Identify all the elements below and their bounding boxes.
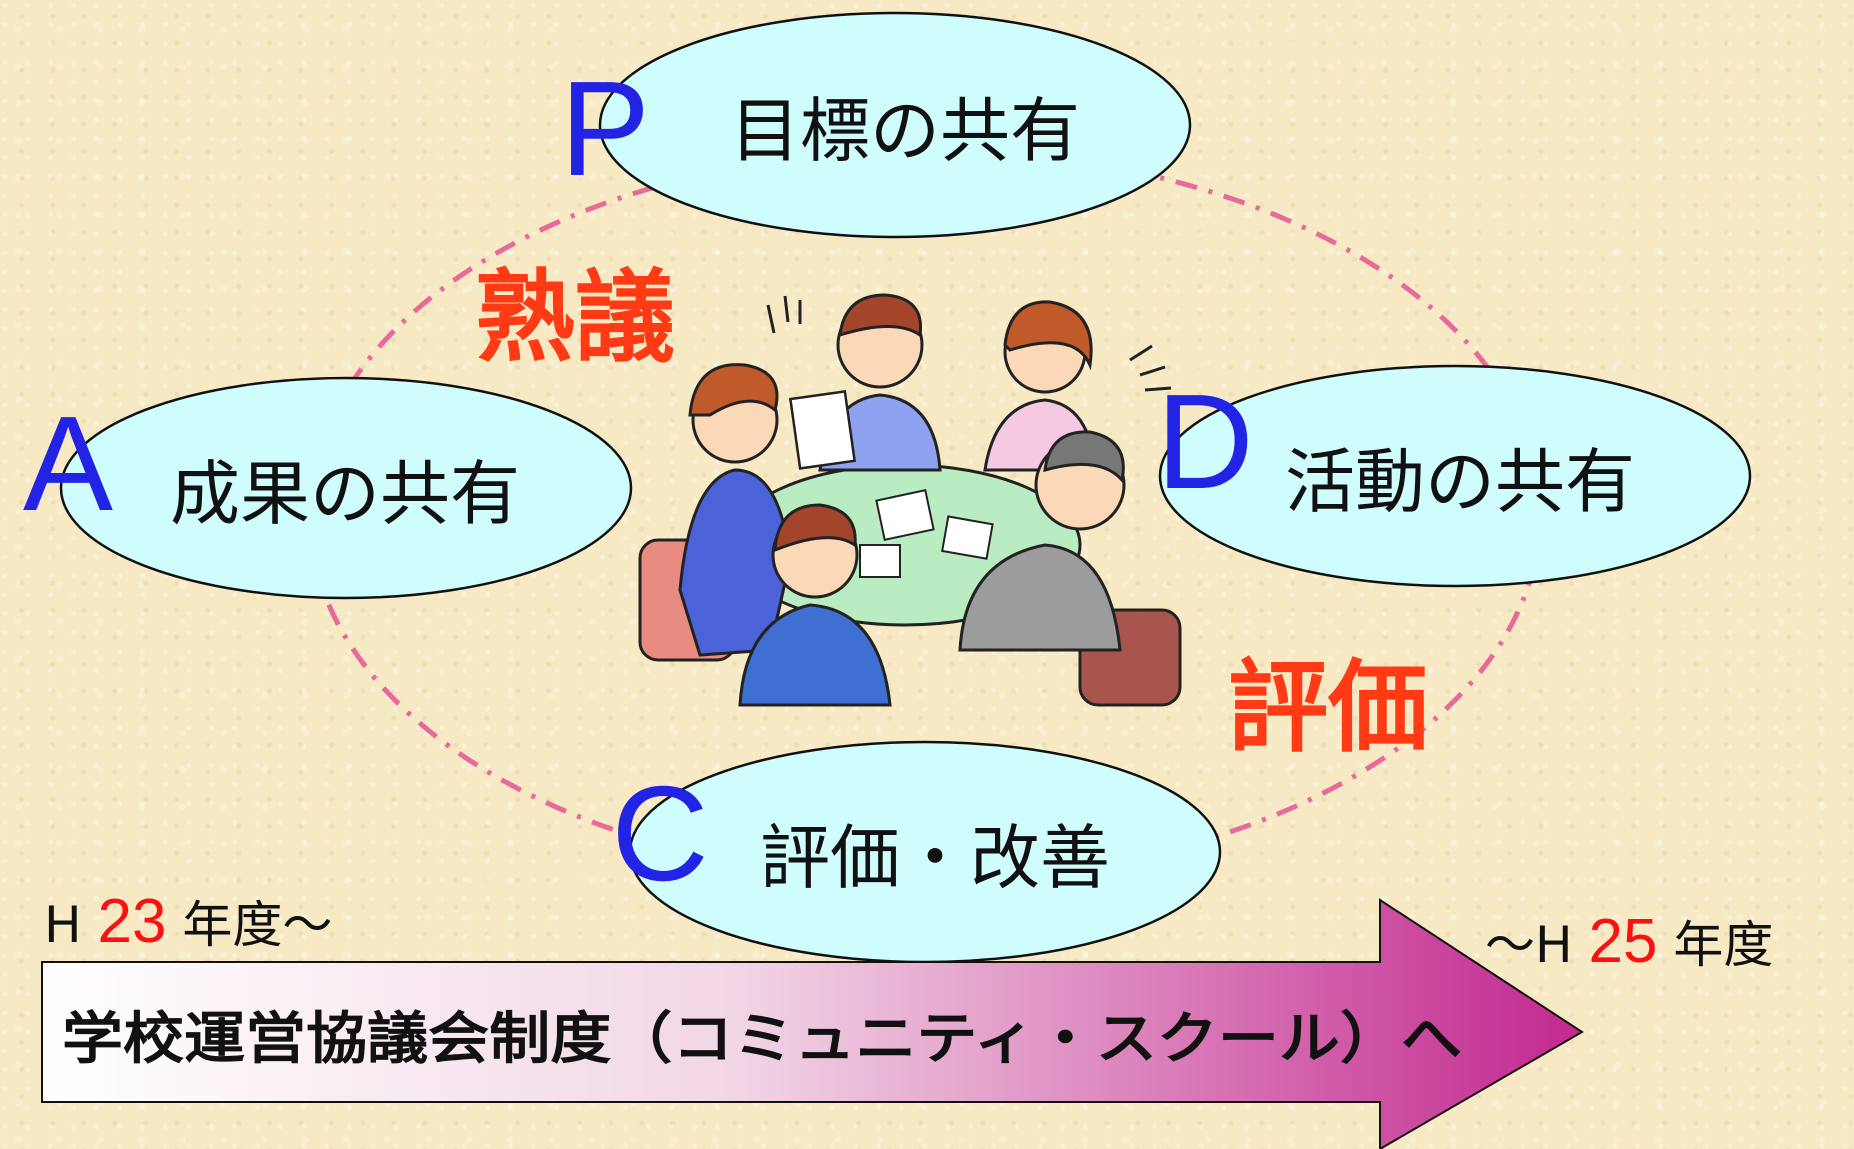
act-label: 成果の共有 (170, 453, 520, 535)
progress-arrow (41, 898, 1584, 1149)
meeting-illustration (638, 293, 1182, 707)
period-end-prefix: ～H (1485, 916, 1573, 974)
do-node: 活動の共有 D (1156, 364, 1752, 588)
banner-text: 学校運営協議会制度（コミュニティ・スクール）へ (62, 1007, 1462, 1072)
period-start-suffix: 年度～ (182, 896, 332, 954)
keyword-deliberation: 熟議 (475, 259, 675, 376)
period-start-year: 23 (98, 887, 167, 956)
period-end-year: 25 (1589, 907, 1658, 976)
check-label: 評価・改善 (760, 817, 1110, 899)
keyword-evaluation: 評価 (1228, 649, 1428, 766)
act-node: 成果の共有 A (23, 376, 633, 600)
plan-node: 目標の共有 P (560, 11, 1192, 239)
period-end-suffix: 年度 (1673, 916, 1773, 974)
period-end: ～H 25 年度 (1485, 907, 1773, 976)
plan-label: 目標の共有 (730, 90, 1080, 172)
period-start: H 23 年度～ (44, 887, 332, 956)
period-start-prefix: H (44, 896, 82, 954)
do-label: 活動の共有 (1285, 441, 1635, 523)
plan-letter: P (560, 53, 650, 204)
check-letter: C (611, 758, 709, 909)
check-node: 評価・改善 C (611, 740, 1222, 964)
do-letter: D (1156, 366, 1254, 517)
act-letter: A (23, 388, 113, 539)
